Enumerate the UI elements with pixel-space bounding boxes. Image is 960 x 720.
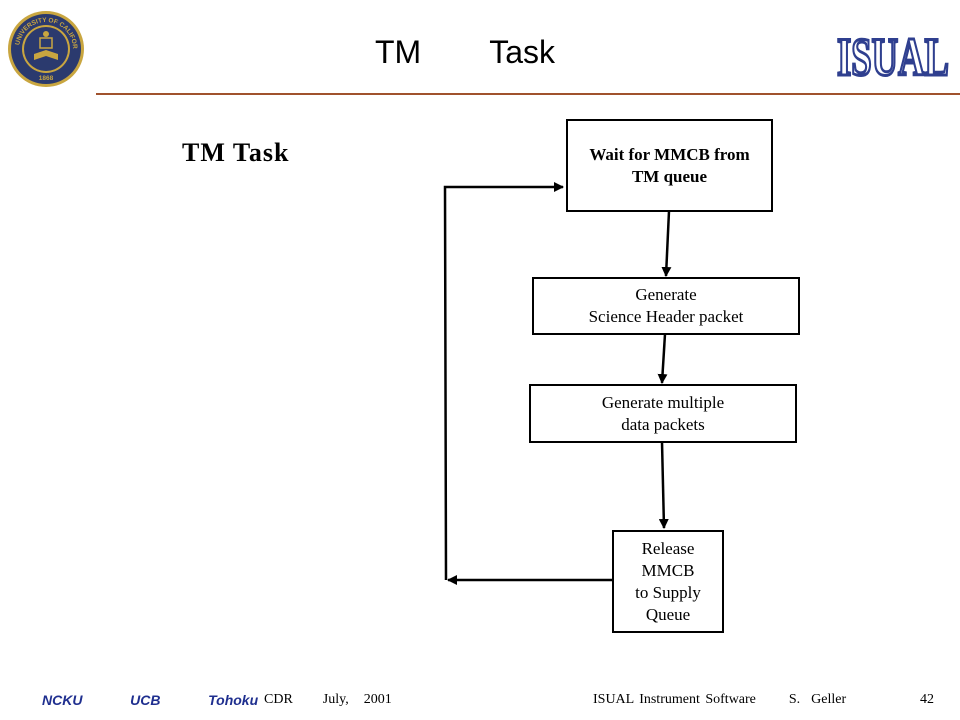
arrow-wait-to-header xyxy=(661,210,672,277)
box-generate-data: Generate multiple data packets xyxy=(529,384,797,443)
page-number: 42 xyxy=(920,692,934,707)
page-title: TM Task xyxy=(374,34,556,70)
header-divider xyxy=(96,93,960,95)
seal-year: 1868 xyxy=(39,75,54,82)
box-release-mmcb: Release MMCB to Supply Queue xyxy=(612,530,724,633)
box-release-line-4: Queue xyxy=(645,604,691,624)
box-wait-line-1: Wait for MMCB from xyxy=(589,144,750,164)
isual-logo: ISUAL xyxy=(836,26,951,85)
arrow-data-to-release xyxy=(658,441,669,529)
logo-text: ISUAL xyxy=(837,27,949,84)
box-release-line-2: MMCB xyxy=(641,560,695,580)
footer-organizations: NCKU UCB Tohoku xyxy=(42,692,259,708)
arrow-header-to-data xyxy=(657,333,668,384)
university-seal-icon: THE UNIVERSITY OF CALIFORNIA 1868 xyxy=(7,10,84,87)
diagram-title: TM Task xyxy=(182,138,290,167)
footer-document: ISUAL Instrument Software S. Geller xyxy=(593,692,847,707)
box-release-line-1: Release xyxy=(641,538,695,558)
arrow-loop-back xyxy=(443,182,564,581)
box-data-line-2: data packets xyxy=(621,414,705,434)
box-wait-line-2: TM queue xyxy=(631,166,708,186)
box-header-line-1: Generate xyxy=(635,285,697,304)
box-data-line-1: Generate multiple xyxy=(601,392,725,412)
box-wait-mmcb: Wait for MMCB from TM queue xyxy=(566,119,773,212)
box-header-line-2: Science Header packet xyxy=(588,307,744,326)
box-release-line-3: to Supply xyxy=(635,582,701,602)
footer-event: CDR July, 2001 xyxy=(264,692,392,707)
box-generate-header: Generate Science Header packet xyxy=(532,277,800,335)
